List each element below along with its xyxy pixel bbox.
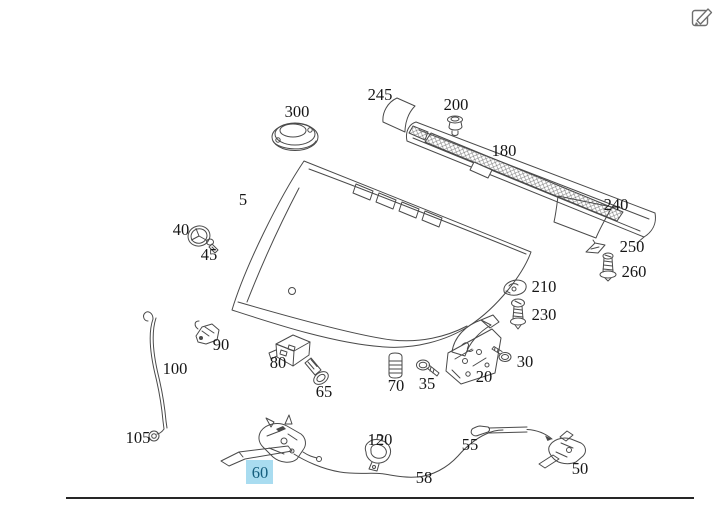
grommet-drawing-300 bbox=[271, 122, 319, 151]
part-label-260[interactable]: 260 bbox=[622, 262, 647, 281]
hood-drawing bbox=[231, 160, 532, 348]
part-label-70[interactable]: 70 bbox=[388, 376, 405, 395]
part-label-300[interactable]: 300 bbox=[285, 102, 310, 121]
part-label-60-highlighted[interactable]: 60 bbox=[252, 463, 269, 482]
highlight-box-part-60[interactable] bbox=[246, 460, 273, 484]
part-label-45[interactable]: 45 bbox=[201, 245, 218, 264]
part-label-20[interactable]: 20 bbox=[476, 367, 493, 386]
part-label-58[interactable]: 58 bbox=[416, 468, 433, 487]
part-label-80[interactable]: 80 bbox=[270, 353, 287, 372]
hood-latch-drawing-60 bbox=[220, 414, 322, 467]
buffer-drawing-70 bbox=[388, 352, 403, 379]
support-rod-drawing-100 bbox=[143, 311, 168, 430]
part-label-240[interactable]: 240 bbox=[604, 195, 629, 214]
part-label-90[interactable]: 90 bbox=[213, 335, 230, 354]
release-cable-drawing-58 bbox=[293, 429, 504, 478]
edit-icon[interactable] bbox=[691, 8, 713, 27]
part-label-180[interactable]: 180 bbox=[492, 141, 517, 160]
star-emblem-drawing-40 bbox=[187, 225, 211, 247]
bolt-drawing-65 bbox=[304, 357, 329, 385]
bolt-drawing-30 bbox=[491, 346, 512, 362]
screw-drawing-260 bbox=[599, 252, 617, 282]
part-label-105[interactable]: 105 bbox=[126, 428, 151, 447]
corner-panel-drawing-245 bbox=[382, 97, 416, 133]
part-label-50[interactable]: 50 bbox=[572, 459, 589, 478]
grommet-drawing-105 bbox=[148, 428, 165, 442]
bolt-drawing-35 bbox=[416, 359, 440, 377]
part-label-55[interactable]: 55 bbox=[462, 435, 479, 454]
clip-drawing-250 bbox=[585, 239, 606, 254]
part-label-200[interactable]: 200 bbox=[444, 95, 469, 114]
part-label-250[interactable]: 250 bbox=[620, 237, 645, 256]
part-label-35[interactable]: 35 bbox=[419, 374, 436, 393]
part-label-5[interactable]: 5 bbox=[239, 190, 247, 209]
footer-rule bbox=[66, 497, 694, 499]
part-label-230[interactable]: 230 bbox=[532, 305, 557, 324]
part-label-210[interactable]: 210 bbox=[532, 277, 557, 296]
part-label-245[interactable]: 245 bbox=[368, 85, 393, 104]
hinge-part-drawing-90 bbox=[194, 320, 220, 345]
part-label-100[interactable]: 100 bbox=[163, 359, 188, 378]
cowl-grille-drawing-180 bbox=[406, 121, 656, 244]
cable-connector-drawing-55 bbox=[470, 425, 553, 441]
part-label-120[interactable]: 120 bbox=[368, 430, 393, 449]
side-panel-drawing-240 bbox=[553, 195, 613, 239]
hinge-assembly-drawing-20 bbox=[445, 314, 502, 385]
part-label-30[interactable]: 30 bbox=[517, 352, 534, 371]
part-labels: 300 245 200 180 240 250 260 5 40 45 210 … bbox=[126, 85, 647, 487]
cable-clamp-drawing-120 bbox=[364, 434, 392, 472]
screw-drawing-230 bbox=[510, 298, 526, 330]
part-label-65[interactable]: 65 bbox=[316, 382, 333, 401]
clip-drawing-200 bbox=[447, 115, 463, 136]
hood-latch-drawing-50 bbox=[538, 430, 586, 469]
part-label-40[interactable]: 40 bbox=[173, 220, 190, 239]
pin-drawing-45 bbox=[206, 238, 219, 254]
hinge-bracket-drawing-80 bbox=[268, 334, 311, 367]
clip-drawing-210 bbox=[503, 279, 527, 296]
